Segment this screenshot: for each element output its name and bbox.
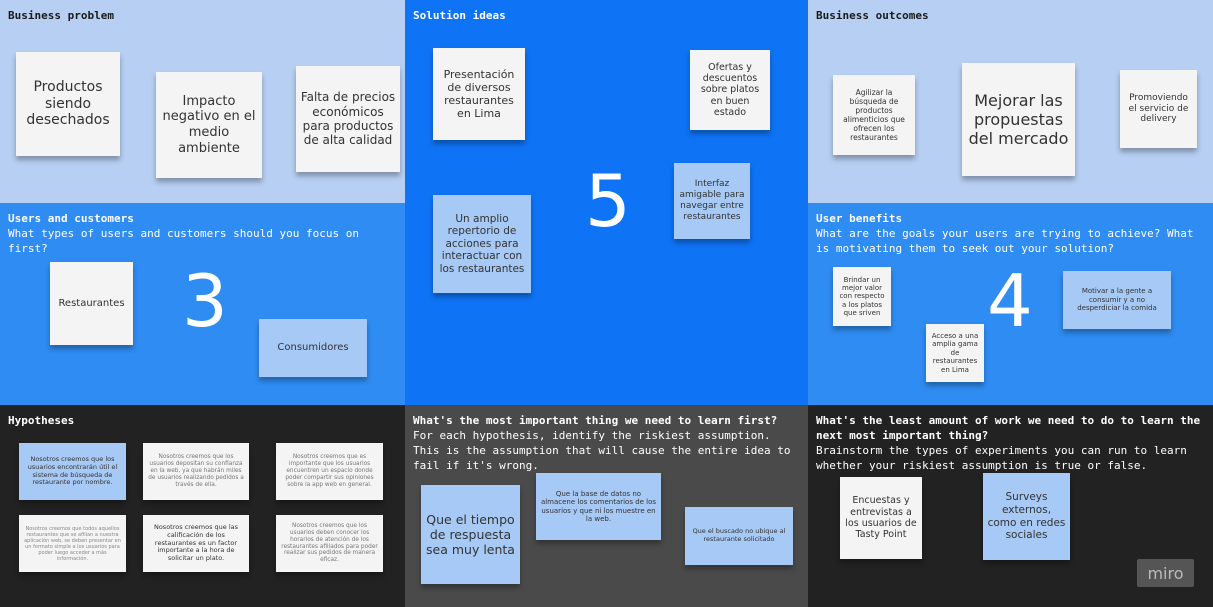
section-title: User benefits [816, 212, 903, 225]
sticky-note[interactable]: Promoviendo el servicio de delivery [1120, 70, 1197, 148]
section-title: Business problem [8, 9, 114, 22]
sticky-note[interactable]: Restaurantes [50, 262, 133, 345]
section-subtitle: For each hypothesis, identify the riskie… [413, 429, 791, 472]
sticky-note[interactable]: Nosotros creemos que los usuarios deben … [276, 515, 383, 572]
section-title: Solution ideas [413, 9, 506, 22]
sticky-note[interactable]: Interfaz amigable para navegar entre res… [674, 163, 750, 239]
section-title: Hypotheses [8, 414, 75, 427]
sticky-note[interactable]: Presentación de diversos restaurantes en… [433, 48, 525, 140]
sticky-note[interactable]: Impacto negativo en el medio ambiente [156, 72, 262, 178]
sticky-note[interactable]: Falta de precios económicos para product… [296, 66, 400, 172]
sticky-note[interactable]: Que la base de datos no almacene los com… [536, 473, 661, 540]
section-title: What's the most important thing we need … [413, 414, 778, 427]
sticky-note[interactable]: Mejorar las propuestas del mercado [962, 63, 1075, 176]
sticky-note[interactable]: Brindar un mejor valor con respecto a lo… [833, 267, 891, 326]
step-number-4: 4 [987, 259, 1033, 343]
sticky-note[interactable]: Nosotros creemos que todos aquellos rest… [19, 515, 126, 572]
step-number-3: 3 [182, 259, 228, 343]
section-hypotheses: Hypotheses [0, 405, 405, 607]
section-subtitle: What types of users and customers should… [8, 227, 359, 255]
section-subtitle: Brainstorm the types of experiments you … [816, 444, 1187, 472]
sticky-note[interactable]: Productos siendo desechados [16, 52, 120, 156]
sticky-note[interactable]: Nosotros creemos que las calificación de… [143, 515, 249, 572]
sticky-note[interactable]: Nosotros creemos que es importante que l… [276, 443, 383, 500]
sticky-note[interactable]: Agilizar la búsqueda de productos alimen… [833, 75, 915, 155]
section-subtitle: What are the goals your users are trying… [816, 227, 1194, 255]
miro-logo: miro [1137, 559, 1194, 587]
sticky-note[interactable]: Encuestas y entrevistas a los usuarios d… [840, 477, 922, 559]
sticky-note[interactable]: Surveys externos, como en redes sociales [983, 473, 1070, 560]
sticky-note[interactable]: Nosotros creemos que los usuarios encont… [19, 443, 126, 500]
sticky-note[interactable]: Que el tiempo de respuesta sea muy lenta [421, 485, 520, 584]
section-title: Business outcomes [816, 9, 929, 22]
sticky-note[interactable]: Un amplio repertorio de acciones para in… [433, 195, 531, 293]
step-number-5: 5 [585, 159, 631, 243]
sticky-note[interactable]: Motivar a la gente a consumir y a no des… [1063, 271, 1171, 329]
section-title: What's the least amount of work we need … [816, 414, 1201, 442]
sticky-note[interactable]: Acceso a una amplia gama de restaurantes… [926, 324, 984, 382]
sticky-note[interactable]: Consumidores [259, 319, 367, 377]
sticky-note[interactable]: Ofertas y descuentos sobre platos en bue… [690, 50, 770, 130]
sticky-note[interactable]: Que el buscado no ubique al restaurante … [685, 507, 793, 565]
section-title: Users and customers [8, 212, 134, 225]
sticky-note[interactable]: Nosotros creemos que los usuarios deposi… [143, 443, 249, 500]
